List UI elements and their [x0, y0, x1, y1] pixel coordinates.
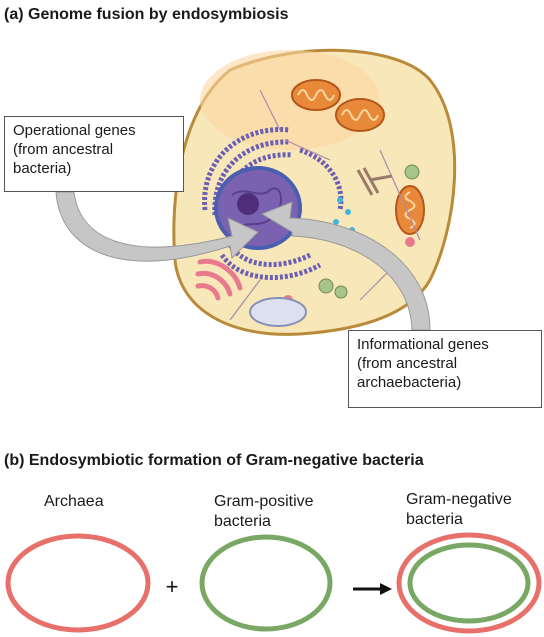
- operational-genes-callout: Operational genes (from ancestral bacter…: [4, 116, 184, 192]
- informational-genes-callout: Informational genes (from ancestral arch…: [348, 330, 542, 408]
- informational-arrow: [260, 201, 431, 331]
- result-arrow: [353, 583, 392, 595]
- mitochondria: [291, 79, 425, 235]
- gram-positive-label: Gram-positive bacteria: [214, 492, 314, 532]
- gram-negative-inner-ring: [407, 542, 531, 624]
- operational-arrow: [55, 191, 259, 262]
- gram-negative-outer-ring: [396, 532, 542, 634]
- gram-negative-line-1: Gram-negative: [406, 491, 512, 508]
- panel-a-title: (a) Genome fusion by endosymbiosis: [4, 6, 289, 23]
- informational-line-1: Informational genes: [357, 336, 489, 353]
- eukaryotic-cell: [172, 48, 457, 336]
- centrioles: [356, 167, 393, 196]
- panel-b-title: (b) Endosymbiotic formation of Gram-nega…: [4, 452, 424, 469]
- archaea-ring: [5, 533, 151, 633]
- golgi-apparatus: [195, 258, 243, 301]
- plus-sign: +: [166, 574, 179, 599]
- gram-negative-line-2: bacteria: [406, 511, 463, 528]
- gram-positive-line-2: bacteria: [214, 513, 271, 530]
- archaea-label: Archaea: [44, 493, 104, 510]
- gram-positive-line-1: Gram-positive: [214, 493, 314, 510]
- nucleolus: [237, 193, 259, 215]
- vacuole: [249, 297, 307, 327]
- operational-line-3: bacteria): [13, 160, 72, 177]
- operational-line-2: (from ancestral: [13, 141, 114, 158]
- informational-line-2: (from ancestral: [357, 355, 458, 372]
- informational-line-3: archaebacteria): [357, 374, 462, 391]
- gram-negative-label: Gram-negative bacteria: [406, 490, 512, 530]
- operational-line-1: Operational genes: [13, 122, 136, 139]
- gram-positive-ring: [199, 534, 333, 632]
